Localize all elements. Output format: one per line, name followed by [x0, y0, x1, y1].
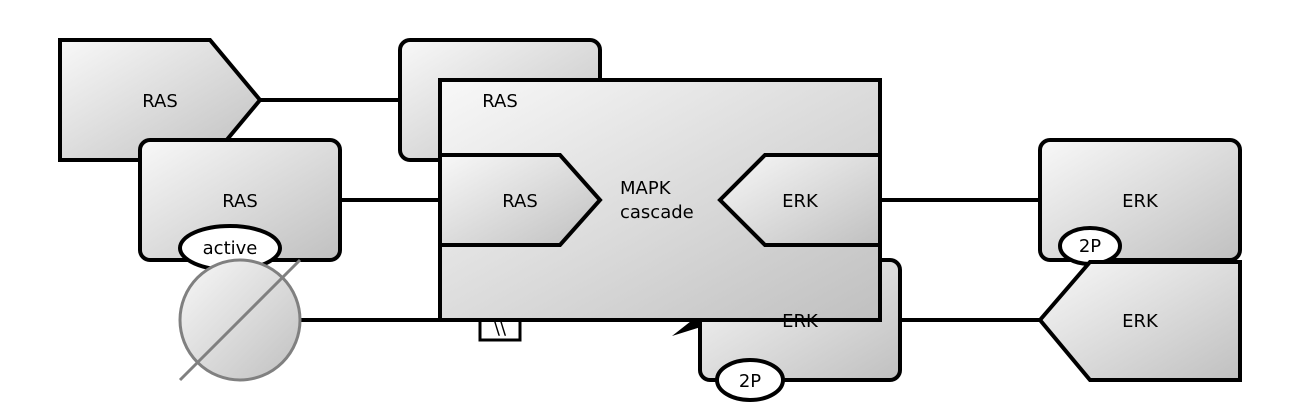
erk-right-state: 2P — [1079, 236, 1101, 257]
ras-active-label: RAS — [222, 191, 258, 212]
ras-tag-label: RAS — [142, 91, 178, 112]
mapk-complex[interactable]: RAS ERK MAPK cascade — [438, 78, 882, 322]
erk-tag-node[interactable]: ERK — [1037, 260, 1242, 382]
complex-ras-label: RAS — [502, 191, 538, 212]
source-sink-node[interactable] — [178, 258, 302, 382]
complex-erk-label: ERK — [782, 191, 819, 212]
state-active-label: active — [203, 238, 258, 259]
erk-back-state: 2P — [739, 371, 761, 392]
complex-label-line2: cascade — [620, 202, 694, 223]
ras-tag-node[interactable]: RAS — [58, 38, 263, 162]
erk-right-label: ERK — [1122, 191, 1159, 212]
complex-erk-node — [717, 153, 882, 247]
erk-right-node[interactable]: ERK 2P — [1038, 138, 1242, 266]
complex-ras-node — [438, 153, 603, 247]
process-mark: \\ — [494, 318, 507, 339]
ras-back-label: RAS — [482, 91, 518, 112]
erk-tag-label: ERK — [1122, 311, 1159, 332]
state-variable-2p — [715, 358, 785, 402]
complex-label-line1: MAPK — [620, 178, 672, 199]
ras-active-node[interactable]: RAS active — [138, 138, 342, 272]
erk-back-label: ERK — [782, 311, 819, 332]
